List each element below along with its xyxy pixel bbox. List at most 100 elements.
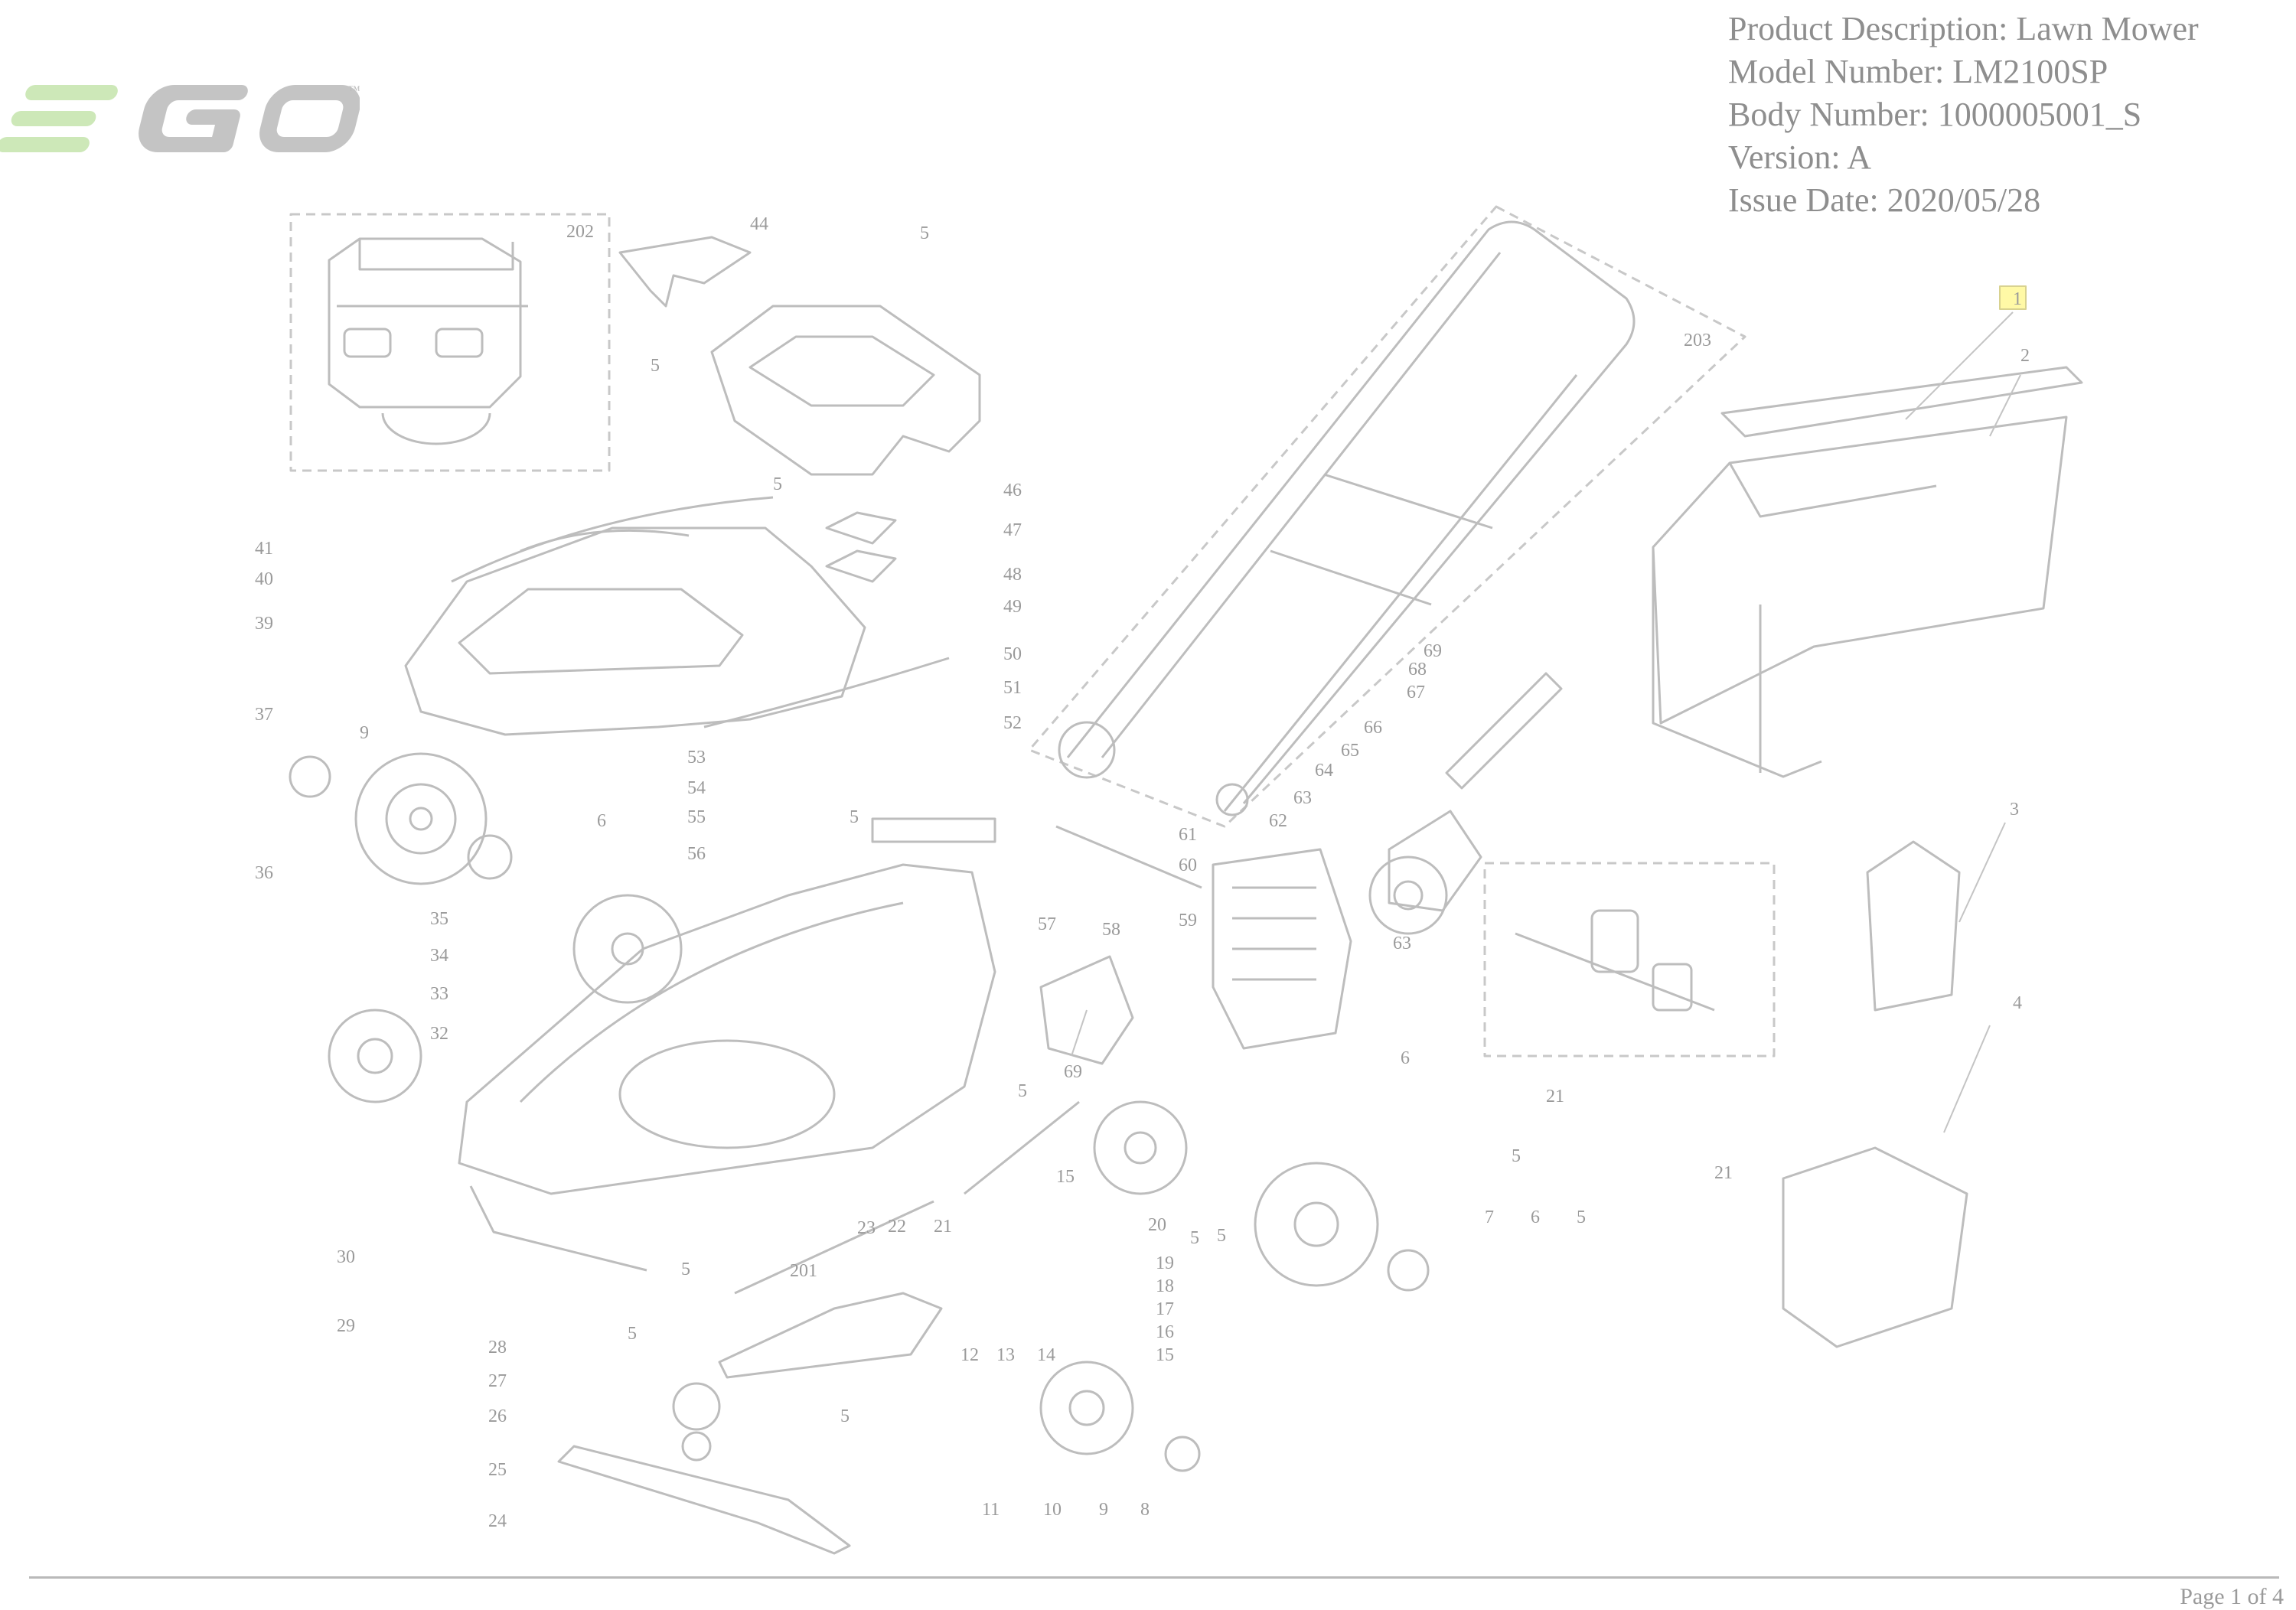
document-header: Product Description: Lawn Mower Model Nu… (1728, 8, 2294, 222)
callout-5: 5 (1512, 1146, 1521, 1166)
callout-56: 56 (687, 844, 706, 864)
baffle-23 (718, 1292, 943, 1379)
callout-8: 8 (1140, 1500, 1150, 1520)
hub-cap-8 (1164, 1436, 1201, 1472)
callout-29: 29 (337, 1316, 355, 1336)
callout-66: 66 (1364, 718, 1382, 738)
axle-60 (1055, 825, 1202, 889)
callout-202: 202 (566, 222, 594, 242)
callout-41: 41 (255, 539, 273, 559)
bar-52 (871, 817, 996, 843)
callout-39: 39 (255, 614, 273, 634)
callout-46: 46 (1003, 481, 1022, 500)
callout-32: 32 (430, 1024, 448, 1044)
callout-49: 49 (1003, 597, 1022, 617)
callout-27: 27 (488, 1371, 507, 1391)
callout-63: 63 (1393, 934, 1411, 953)
callout-3: 3 (2010, 800, 2019, 820)
callout-10: 10 (1043, 1500, 1062, 1520)
callout-54: 54 (687, 778, 706, 798)
callout-15: 15 (1056, 1167, 1075, 1187)
callout-20: 20 (1148, 1215, 1166, 1235)
callout-4: 4 (2013, 993, 2022, 1013)
lever-part-68 (1445, 672, 1563, 790)
blade-adapter-27 (681, 1431, 712, 1462)
product-description: Product Description: Lawn Mower (1728, 10, 2199, 47)
callout-24: 24 (488, 1511, 507, 1531)
clip-part-44 (618, 236, 752, 308)
footer-divider (29, 1576, 2279, 1579)
callout-61: 61 (1179, 825, 1197, 845)
hub-cap-right (1387, 1249, 1430, 1292)
callout-12: 12 (960, 1345, 979, 1365)
callout-48: 48 (1003, 565, 1022, 585)
callout-25: 25 (488, 1460, 507, 1480)
callout-5: 5 (628, 1324, 637, 1344)
body-number: Body Number: 1000005001_S (1728, 96, 2142, 133)
page-indicator: Page 1 of 4 (2180, 1584, 2284, 1609)
gear-34 (467, 834, 513, 880)
callout-6: 6 (1531, 1208, 1540, 1227)
wheel-7-rear (1254, 1162, 1379, 1287)
ego-logo: ™ (0, 84, 360, 152)
mulch-plug-3 (1866, 840, 1961, 1012)
callout-21: 21 (934, 1217, 952, 1237)
callout-59: 59 (1179, 911, 1197, 930)
wheel-36 (354, 752, 488, 885)
callout-6: 6 (1401, 1048, 1410, 1068)
battery-pack-part (328, 237, 528, 445)
grass-bag-part (1652, 416, 2068, 778)
callout-26: 26 (488, 1406, 507, 1426)
bracket-48 (825, 549, 897, 583)
callout-203: 203 (1684, 331, 1711, 350)
callout-55: 55 (687, 807, 706, 827)
callout-23: 23 (857, 1218, 876, 1238)
subassembly-box-202 (1028, 205, 1746, 828)
handle-assembly-part (1058, 220, 1636, 816)
rear-flap-part (1212, 848, 1352, 1050)
callout-47: 47 (1003, 520, 1022, 540)
callout-5: 5 (1018, 1081, 1027, 1101)
bag-frame-2 (1720, 366, 2083, 438)
gear-wheel-20 (1093, 1100, 1188, 1195)
version: Version: A (1728, 139, 1871, 176)
callout-37: 37 (255, 705, 273, 725)
trademark-mark: ™ (348, 84, 360, 97)
callout-5: 5 (1217, 1226, 1226, 1246)
callout-201: 201 (790, 1261, 817, 1281)
callout-34: 34 (430, 946, 448, 966)
callout-5: 5 (840, 1406, 850, 1426)
model-number: Model Number: LM2100SP (1728, 53, 2108, 90)
callout-13: 13 (996, 1345, 1015, 1365)
callout-5: 5 (850, 807, 859, 827)
callout-1: 1 (2013, 289, 2022, 309)
callout-57: 57 (1038, 914, 1056, 934)
leader-lines (1071, 311, 2021, 1133)
callout-5: 5 (651, 356, 660, 376)
callout-22: 22 (888, 1217, 906, 1237)
callout-5: 5 (1577, 1208, 1586, 1227)
callout-5: 5 (681, 1260, 690, 1279)
callout-63: 63 (1293, 788, 1312, 808)
wheel-10 (1039, 1361, 1134, 1455)
callout-17: 17 (1156, 1299, 1174, 1319)
side-discharge-4 (1782, 1146, 1968, 1348)
callout-69: 69 (1424, 641, 1442, 661)
mower-deck-part (458, 863, 996, 1195)
callout-64: 64 (1315, 761, 1333, 781)
trim-strip-40 (451, 496, 774, 583)
callout-6: 6 (597, 811, 606, 831)
callout-19: 19 (1156, 1253, 1174, 1273)
callout-40: 40 (255, 569, 273, 589)
callout-35: 35 (430, 909, 448, 929)
callout-7: 7 (1485, 1208, 1494, 1227)
link-bar-20 (964, 1100, 1080, 1195)
link-bar-22 (734, 1200, 934, 1295)
callout-21: 21 (1714, 1163, 1733, 1183)
callout-33: 33 (430, 984, 448, 1004)
rear-axle-30 (469, 1185, 647, 1272)
callout-36: 36 (255, 863, 273, 883)
callout-51: 51 (1003, 678, 1022, 698)
callout-14: 14 (1037, 1345, 1055, 1365)
